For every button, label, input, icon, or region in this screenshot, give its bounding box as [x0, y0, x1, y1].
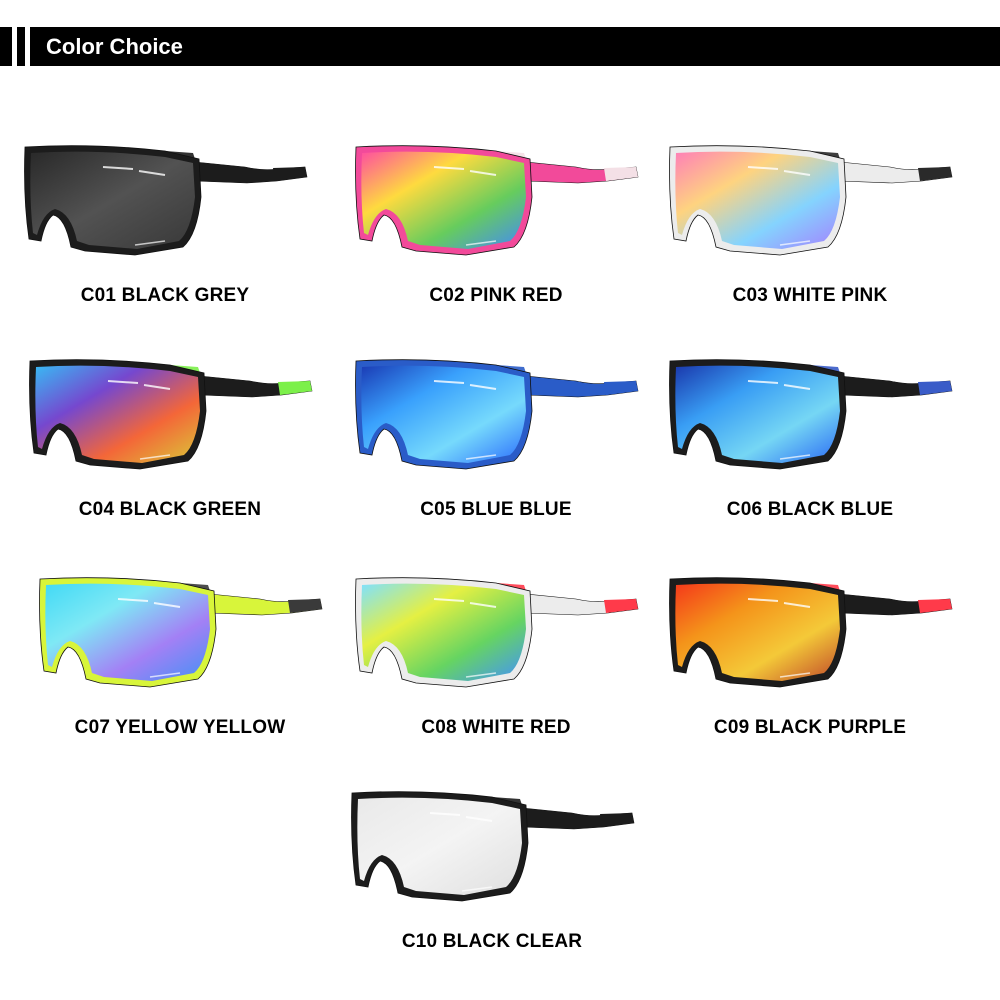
sunglasses-image: [669, 359, 953, 470]
product-label: C04 BLACK GREEN: [78, 499, 262, 520]
sunglasses-image: [669, 577, 953, 688]
sunglasses-part-1: [288, 599, 322, 613]
sunglasses-part-6: [469, 384, 497, 390]
product-label: C10 BLACK CLEAR: [401, 931, 583, 952]
sunglasses-part-4: [361, 583, 526, 681]
sunglasses-part-5: [107, 380, 139, 384]
sunglasses-part-0: [808, 372, 953, 398]
product-label: C06 BLACK BLUE: [726, 499, 894, 520]
sunglasses-part-6: [469, 602, 497, 608]
sunglasses-image: [355, 577, 639, 688]
sunglasses-part-0: [490, 804, 635, 830]
sunglasses-part-4: [30, 151, 196, 249]
sunglasses-part-4: [675, 151, 840, 249]
sunglasses-image: [669, 145, 953, 256]
product-label: C05 BLUE BLUE: [420, 499, 572, 520]
section-header: Color Choice: [0, 27, 1000, 66]
sunglasses-part-7: [149, 672, 181, 678]
sunglasses-part-1: [278, 381, 312, 395]
sunglasses-part-4: [357, 797, 522, 895]
sunglasses-part-6: [138, 170, 166, 176]
product-label: C01 BLACK GREY: [80, 285, 250, 306]
product-item[interactable]: C01 BLACK GREY: [5, 137, 325, 307]
sunglasses-part-6: [783, 602, 811, 608]
product-label: C09 BLACK PURPLE: [713, 717, 907, 738]
sunglasses-part-7: [465, 240, 497, 246]
sunglasses-part-1: [604, 381, 638, 395]
sunglasses-part-0: [494, 158, 639, 184]
sunglasses-part-6: [153, 602, 181, 608]
product-item[interactable]: C06 BLACK BLUE: [650, 351, 970, 521]
sunglasses-part-7: [465, 454, 497, 460]
sunglasses-part-6: [469, 170, 497, 176]
sunglasses-part-4: [35, 365, 201, 463]
sunglasses-part-5: [747, 598, 779, 602]
sunglasses-part-5: [433, 598, 465, 602]
sunglasses-part-4: [45, 583, 211, 681]
sunglasses-part-7: [779, 454, 811, 460]
sunglasses-image: [29, 359, 313, 470]
product-item[interactable]: C07 YELLOW YELLOW: [20, 569, 340, 739]
sunglasses-part-7: [779, 240, 811, 246]
sunglasses-part-1: [604, 167, 638, 181]
sunglasses-part-1: [600, 813, 634, 827]
sunglasses-part-4: [675, 365, 840, 463]
sunglasses-part-4: [361, 365, 526, 463]
sunglasses-part-7: [461, 886, 493, 892]
sunglasses-part-6: [465, 816, 493, 822]
product-item[interactable]: C08 WHITE RED: [336, 569, 656, 739]
sunglasses-part-6: [783, 170, 811, 176]
product-item[interactable]: C05 BLUE BLUE: [336, 351, 656, 521]
sunglasses-part-0: [808, 158, 953, 184]
sunglasses-image: [24, 145, 308, 256]
sunglasses-image: [355, 359, 639, 470]
sunglasses-part-5: [747, 380, 779, 384]
product-item[interactable]: C10 BLACK CLEAR: [332, 783, 652, 953]
header-accent-bar: [12, 27, 17, 66]
sunglasses-image: [355, 145, 639, 256]
sunglasses-part-0: [494, 590, 639, 616]
product-label: C03 WHITE PINK: [732, 285, 888, 306]
product-item[interactable]: C09 BLACK PURPLE: [650, 569, 970, 739]
sunglasses-part-1: [918, 599, 952, 613]
sunglasses-part-7: [134, 240, 166, 246]
product-item[interactable]: C02 PINK RED: [336, 137, 656, 307]
sunglasses-part-4: [675, 583, 840, 681]
sunglasses-part-5: [747, 166, 779, 170]
sunglasses-part-0: [178, 590, 323, 616]
sunglasses-part-5: [429, 812, 461, 816]
header-accent-bar: [25, 27, 30, 66]
sunglasses-part-4: [361, 151, 526, 249]
product-label: C07 YELLOW YELLOW: [74, 717, 286, 738]
sunglasses-part-5: [117, 598, 149, 602]
sunglasses-part-1: [273, 167, 307, 181]
product-label: C08 WHITE RED: [421, 717, 571, 738]
product-item[interactable]: C03 WHITE PINK: [650, 137, 970, 307]
sunglasses-part-1: [918, 381, 952, 395]
sunglasses-part-0: [163, 158, 308, 184]
sunglasses-part-7: [465, 672, 497, 678]
sunglasses-image: [351, 791, 635, 902]
sunglasses-part-7: [779, 672, 811, 678]
sunglasses-part-0: [168, 372, 313, 398]
product-label: C02 PINK RED: [429, 285, 563, 306]
sunglasses-part-7: [139, 454, 171, 460]
sunglasses-image: [39, 577, 323, 688]
product-item[interactable]: C04 BLACK GREEN: [10, 351, 330, 521]
sunglasses-part-1: [918, 167, 952, 181]
sunglasses-part-5: [433, 166, 465, 170]
section-title: Color Choice: [46, 34, 183, 59]
sunglasses-part-6: [143, 384, 171, 390]
sunglasses-part-5: [433, 380, 465, 384]
sunglasses-part-5: [102, 166, 134, 170]
sunglasses-part-1: [604, 599, 638, 613]
sunglasses-part-6: [783, 384, 811, 390]
sunglasses-part-0: [808, 590, 953, 616]
sunglasses-part-0: [494, 372, 639, 398]
